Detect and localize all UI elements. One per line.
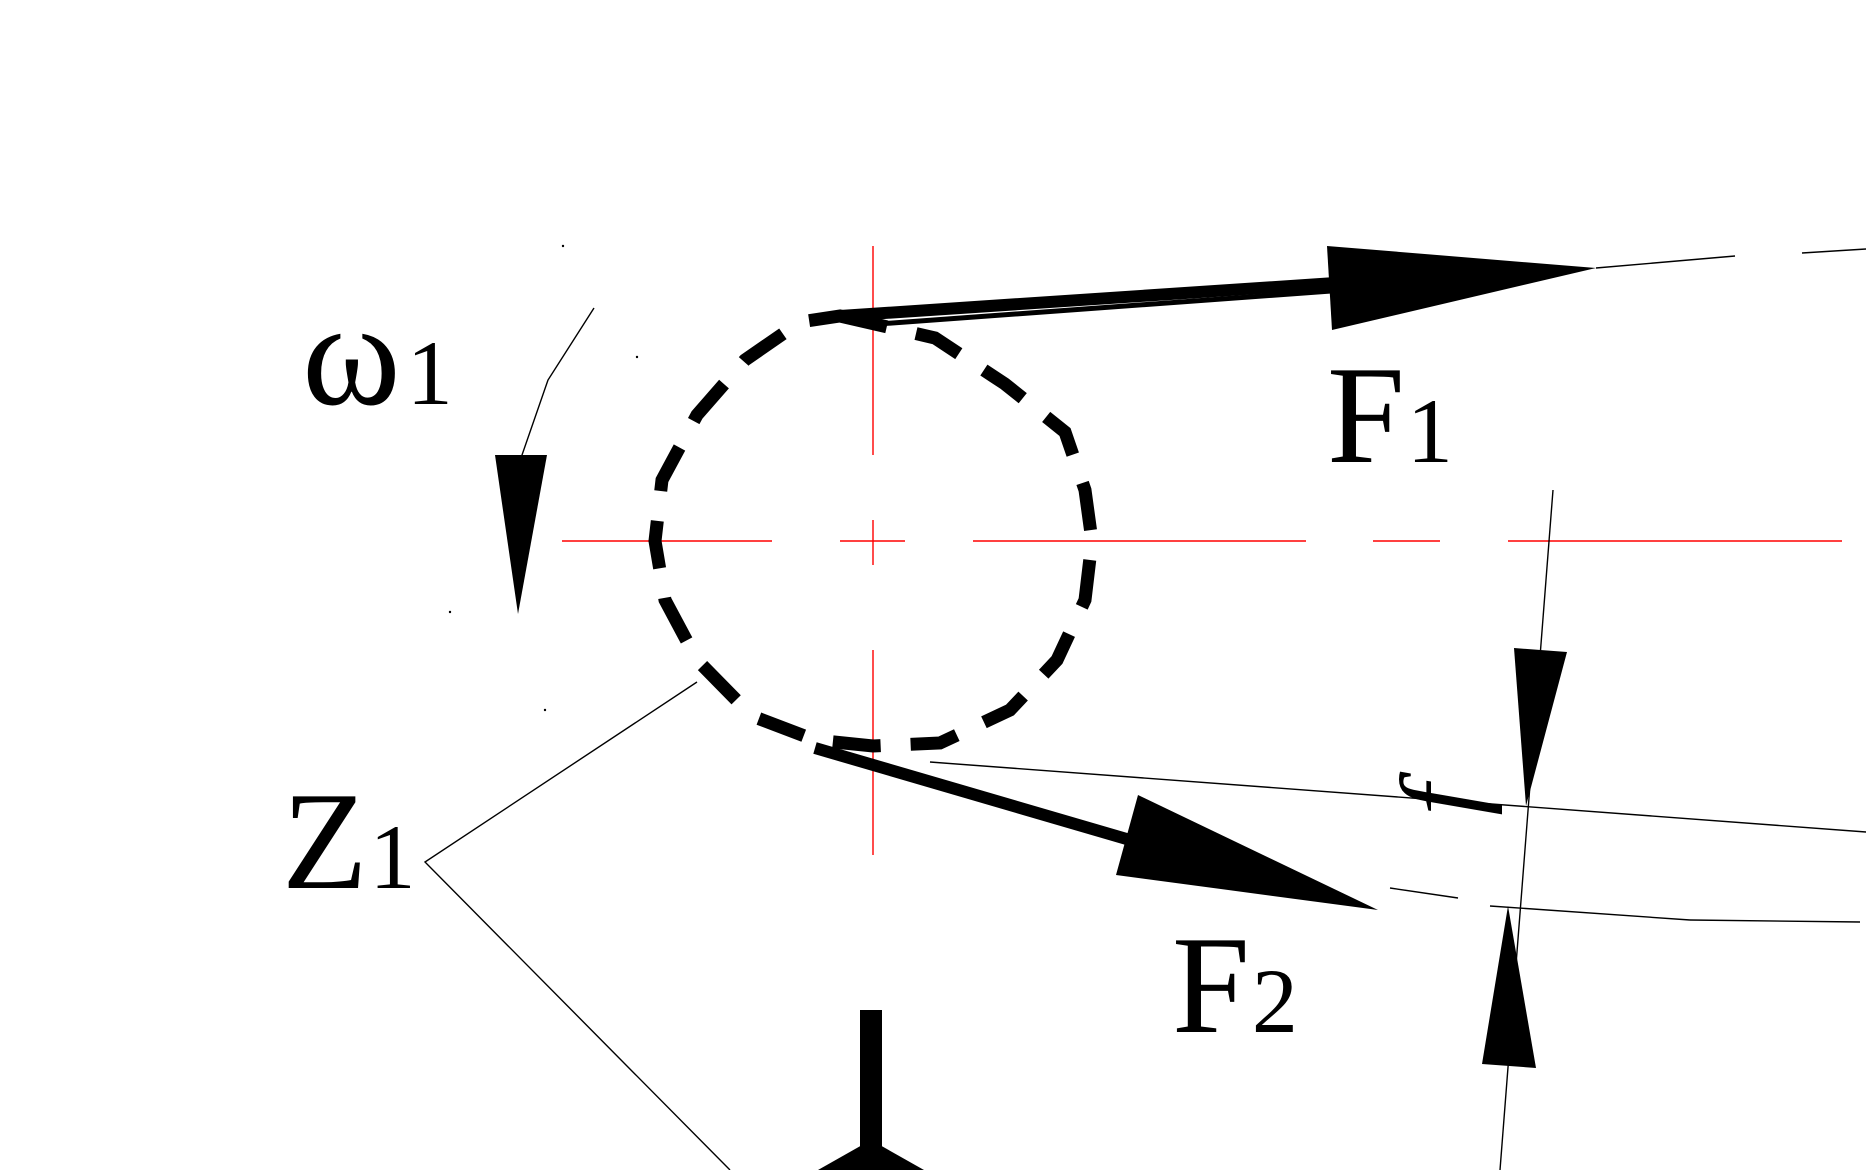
f1-label: F1 [1327, 338, 1453, 493]
support-symbol [818, 1010, 924, 1170]
belt-f1-inner-line [877, 287, 1346, 327]
sag-label: f [1379, 771, 1503, 816]
rotation-dot-1 [561, 244, 565, 248]
belt-slack-lower-line-2 [1689, 919, 1861, 923]
rotation-dot-2 [635, 355, 639, 359]
rotation-arrow-head [495, 455, 547, 614]
pulley-z1 [648, 309, 1099, 753]
belt-f1-extension [1595, 255, 1736, 269]
omega-symbol: ω [302, 271, 401, 437]
belt-f2-thin-line [929, 761, 1866, 833]
arrow-f2-head [1116, 795, 1378, 910]
sag-arrow-top [1514, 648, 1567, 806]
pulley-dashed-circle [648, 309, 1099, 753]
belt-slack-lower-line [1489, 905, 1691, 921]
rotation-dot-4 [543, 708, 547, 712]
z1-symbol: Z [282, 764, 368, 919]
belt-f1-extension-2 [1801, 248, 1866, 254]
omega-label: ω1 [302, 271, 453, 437]
sag-dimension: f [1379, 489, 1567, 1170]
sag-arrow-bottom [1482, 906, 1536, 1068]
f2-subscript: 2 [1252, 950, 1298, 1052]
z1-subscript: 1 [370, 806, 416, 908]
belt-f2-extension [1389, 887, 1459, 899]
z1-leader [423, 681, 731, 1170]
f2-symbol: F [1172, 908, 1250, 1063]
belt-f2-line [813, 742, 1132, 846]
sag-dimension-line [1499, 489, 1554, 1170]
centerlines [562, 246, 1842, 855]
rotation-dot-3 [448, 610, 452, 614]
support-post [860, 1010, 882, 1160]
arrow-f1-head [1327, 246, 1596, 330]
belt-f2 [813, 742, 1866, 923]
rotation-indicator [448, 244, 639, 712]
support-base [818, 1140, 924, 1170]
f1-subscript: 1 [1407, 380, 1453, 482]
belt-f1-line [839, 276, 1351, 322]
z1-leader-line [423, 681, 731, 1170]
f2-label: F2 [1172, 908, 1298, 1063]
z1-label: Z1 [282, 764, 416, 919]
omega-subscript: 1 [407, 322, 453, 424]
belt-f1 [839, 246, 1866, 330]
f1-symbol: F [1327, 338, 1405, 493]
